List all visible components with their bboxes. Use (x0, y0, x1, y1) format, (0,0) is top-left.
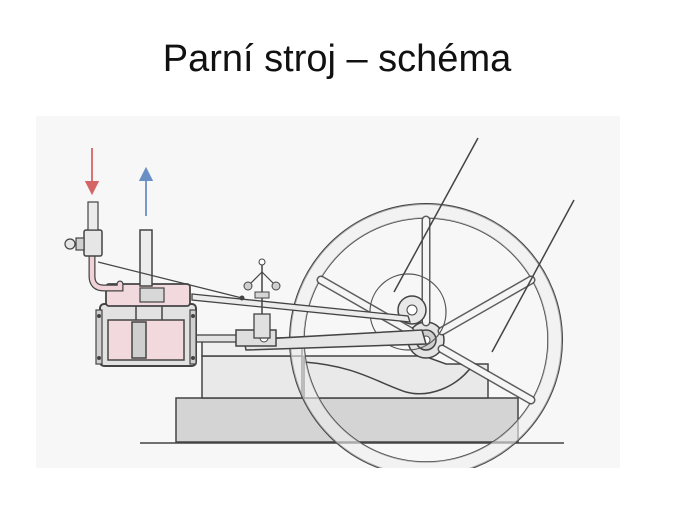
diagonal-rod-lower (491, 199, 575, 353)
eccentric-pin (406, 304, 418, 316)
flywheel (289, 203, 563, 468)
steam-engine-diagram (36, 116, 620, 468)
bed-curve (303, 361, 473, 395)
governor-icon (243, 258, 281, 339)
governor-link-pivot (239, 295, 245, 301)
slide-title: Parní stroj – schéma (162, 38, 512, 80)
eccentric-rod (191, 293, 411, 323)
steam-engine-figure (36, 116, 620, 468)
engine-bed-front (201, 355, 303, 399)
steam-inlet-pipe (64, 201, 124, 292)
cylinder-block (95, 303, 197, 367)
exhaust-pipe (139, 229, 153, 287)
diagonal-rod-upper (393, 137, 479, 293)
governor-link-rod (97, 261, 243, 299)
